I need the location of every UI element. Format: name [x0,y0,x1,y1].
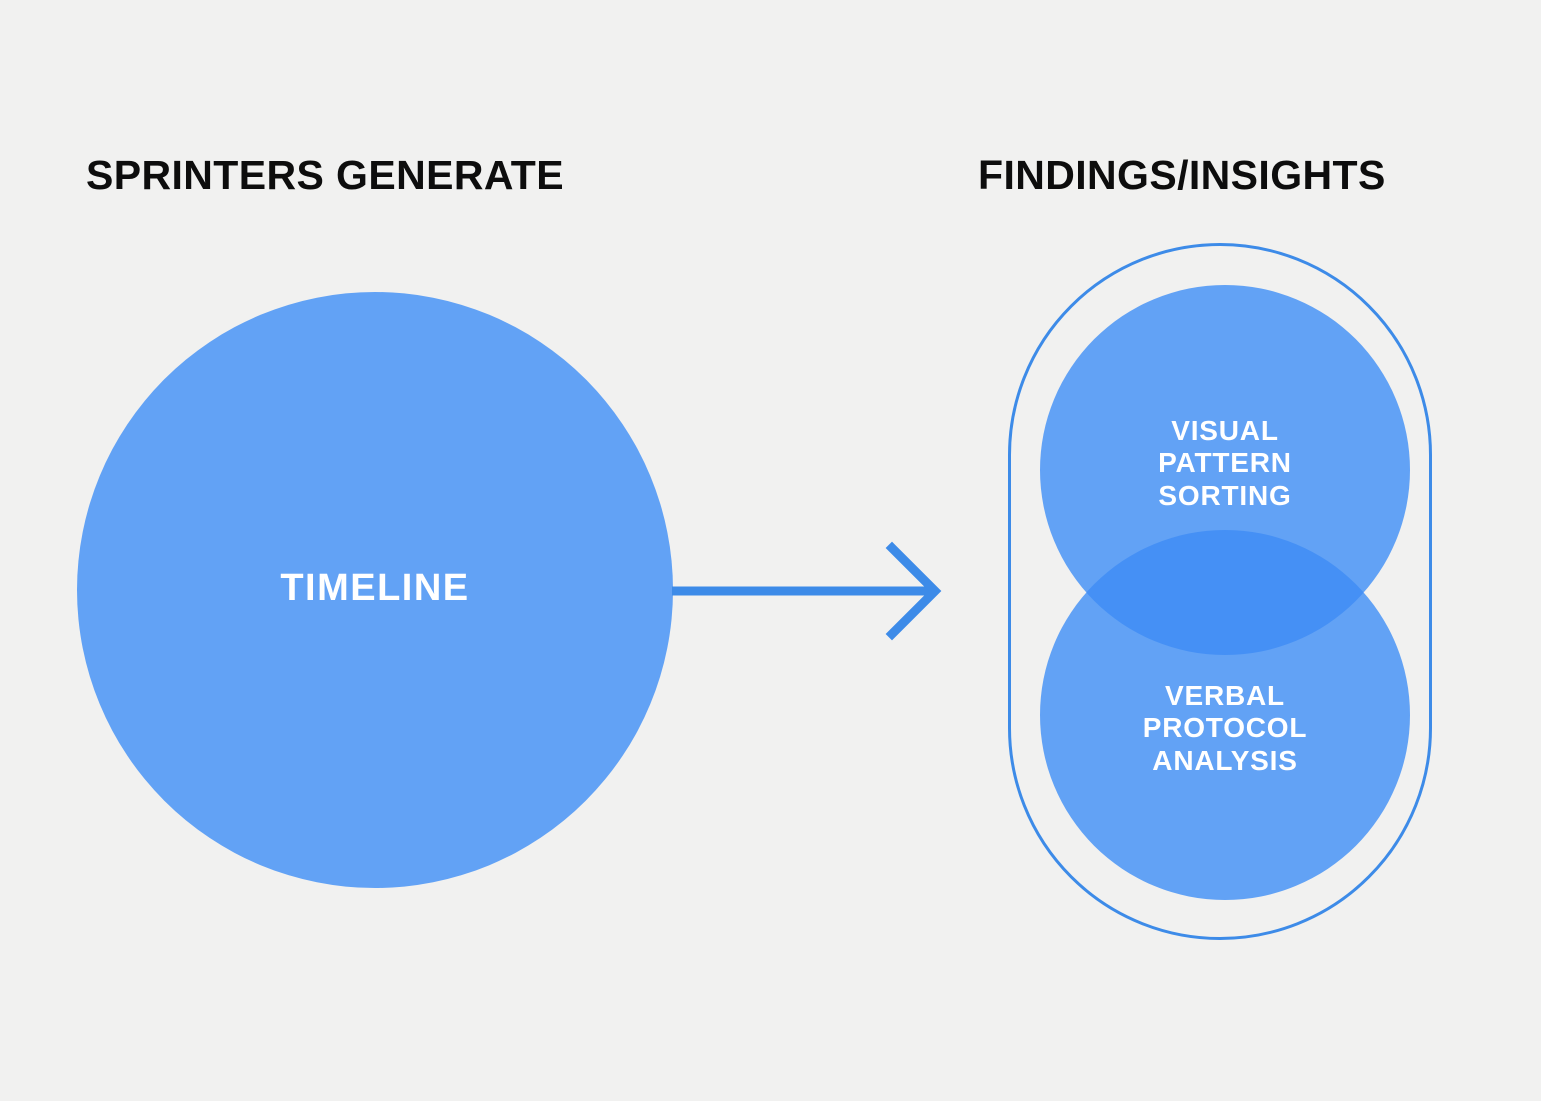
findings-group-capsule-outline [1008,243,1432,940]
flow-arrow [672,541,942,641]
arrow-head-chevron [885,541,942,641]
heading-findings-insights: FINDINGS/INSIGHTS [978,152,1386,198]
findings-venn-group [1040,285,1410,900]
heading-sprinters-generate: SPRINTERS GENERATE [86,152,564,198]
venn-overlap-lens [1040,530,1410,655]
timeline-circle[interactable] [77,292,673,888]
